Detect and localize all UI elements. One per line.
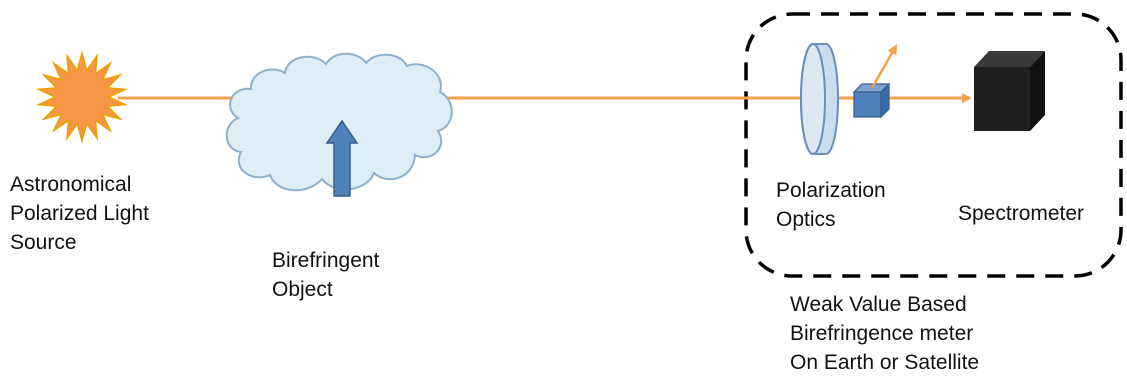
- up-arrow-icon: [325, 119, 359, 197]
- light-source-label: Astronomical Polarized Light Source: [10, 170, 149, 257]
- label-line: Polarization: [776, 179, 886, 202]
- birefringent-object-label: Birefringent Object: [272, 246, 379, 304]
- label-line: Polarized Light: [10, 202, 149, 225]
- label-line: Birefringence meter: [790, 322, 974, 345]
- label-line: Optics: [776, 208, 836, 231]
- label-line: Object: [272, 278, 333, 301]
- polarizer-cube-icon: [852, 82, 891, 119]
- deflected-beam: [870, 44, 898, 89]
- label-line: Birefringent: [272, 249, 380, 272]
- label-line: On Earth or Satellite: [790, 351, 980, 374]
- cloud-icon: [225, 52, 453, 192]
- label-line: Astronomical: [10, 173, 132, 196]
- polarization-optics-label: Polarization Optics: [776, 176, 886, 234]
- lens-icon: [800, 43, 839, 155]
- spectrometer-label: Spectrometer: [958, 199, 1084, 228]
- birefringence-meter-label: Weak Value Based Birefringence meter On …: [790, 290, 979, 377]
- label-line: Spectrometer: [958, 202, 1085, 225]
- label-line: Weak Value Based: [790, 293, 967, 316]
- instrument-enclosure: [744, 12, 1123, 278]
- spectrometer-box-icon: [974, 51, 1045, 131]
- label-line: Source: [10, 231, 77, 254]
- star-burst-icon: [35, 50, 129, 144]
